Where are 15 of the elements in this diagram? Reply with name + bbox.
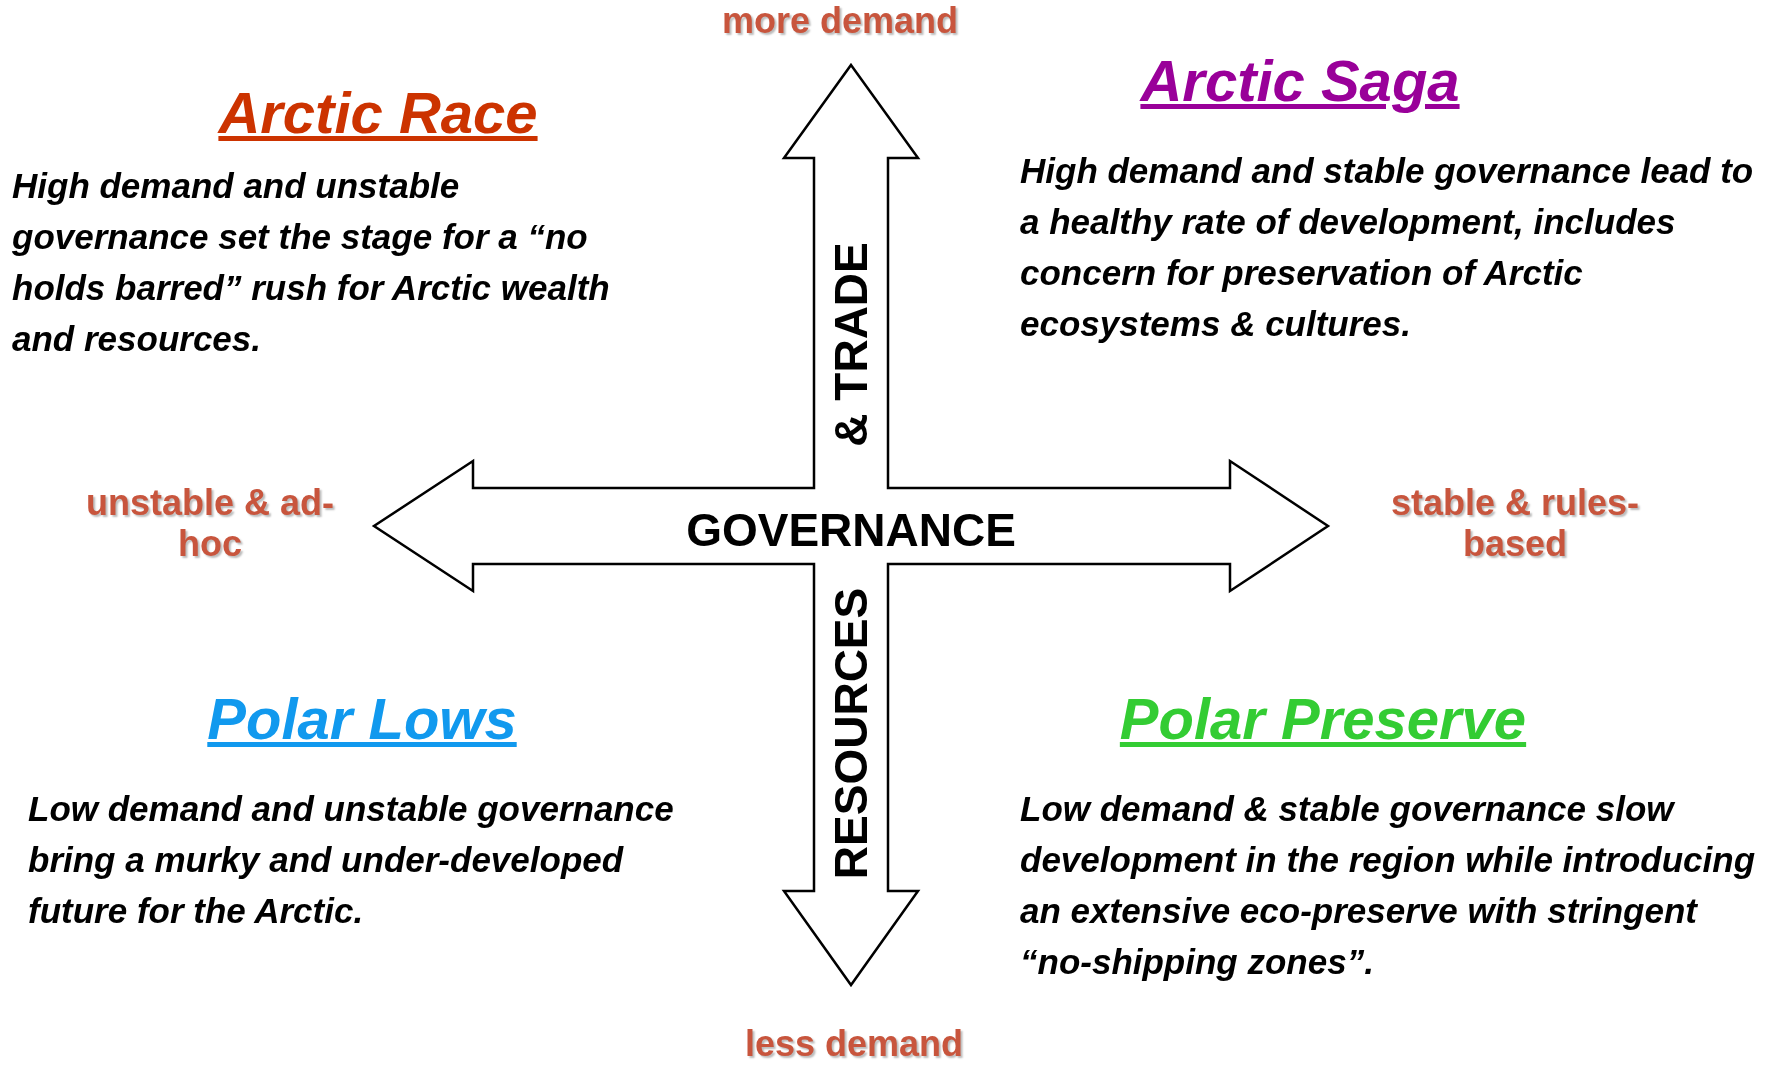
scenario-description: Low demand & stable governance slow development in the region while introducing an extensive eco-preserve with stringent “no-shipping zones”. [1020, 788, 1757, 983]
scenario-title: Arctic Saga [1138, 48, 1461, 115]
scenario-description: High demand and unstable governance set the stage for a “no holds barred” rush for Arctic wealth and resources. [12, 165, 611, 360]
scenario-title: Polar Preserve [1118, 686, 1528, 753]
scenario-title: Polar Lows [206, 686, 518, 753]
axis-end-label: less demand [743, 1023, 965, 1065]
scenario-title: Arctic Race [216, 80, 539, 147]
axis-label: & TRADE [824, 241, 878, 449]
axis-end-label: unstable & ad-hoc [85, 482, 335, 565]
axis-end-label: more demand [720, 0, 960, 42]
axis-label: GOVERNANCE [685, 504, 1017, 557]
axis-end-label: stable & rules-based [1389, 482, 1641, 565]
axis-label: RESOURCES [824, 586, 878, 882]
scenario-description: High demand and stable governance lead to a healthy rate of development, includes concern for preservation of Arctic ecosystems & cultures. [1020, 150, 1755, 345]
scenario-description: Low demand and unstable governance bring a murky and under-developed future for the Arctic. [28, 788, 675, 932]
